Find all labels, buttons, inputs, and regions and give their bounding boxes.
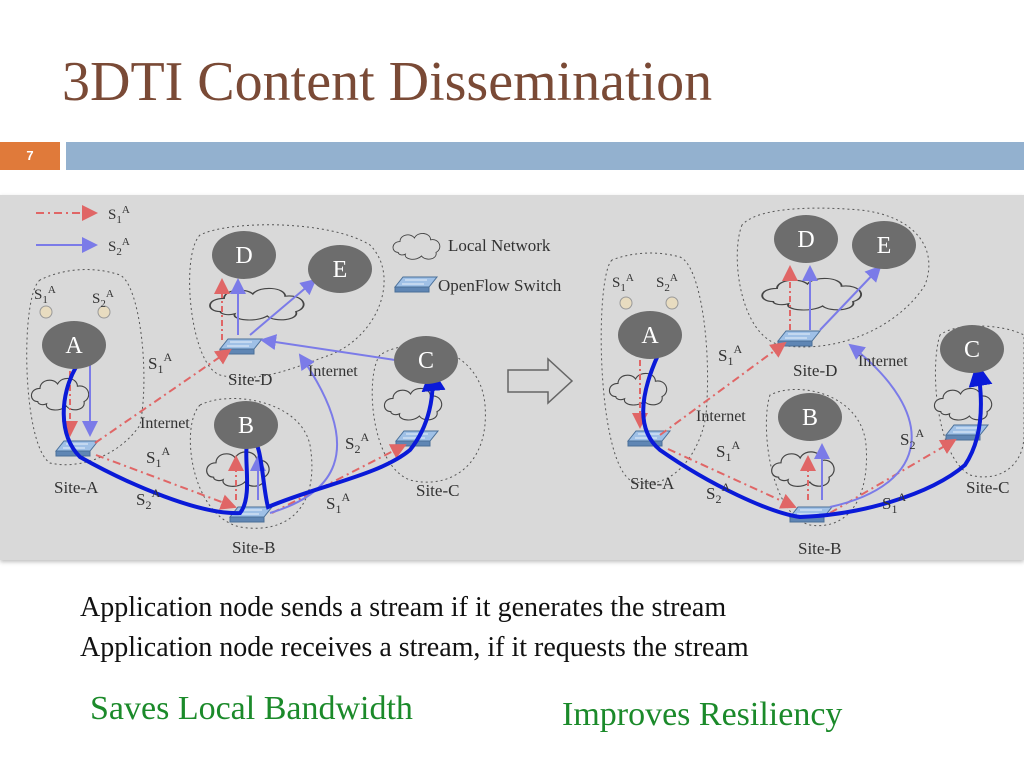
node-d-after: D <box>774 215 838 263</box>
network-diagram-svg: S1A S2A Local Network OpenFlow Switch <box>26 204 1024 558</box>
svg-text:Internet: Internet <box>140 415 190 432</box>
slide-title: 3DTI Content Dissemination <box>62 51 713 113</box>
openflow-switch-icon <box>394 276 438 293</box>
svg-text:S1A: S1A <box>34 284 56 306</box>
svg-text:Internet: Internet <box>858 353 908 370</box>
node-b-after: B <box>778 393 842 441</box>
svg-text:E: E <box>333 257 348 283</box>
legend: S1A S2A Local Network OpenFlow Switch <box>36 204 562 295</box>
node-c-after: C <box>940 325 1004 373</box>
node-c: C <box>394 336 458 384</box>
svg-text:Site-A: Site-A <box>630 474 675 493</box>
svg-text:S1A: S1A <box>148 350 172 376</box>
diagram-after: A B C D E S1A S2A S1A S1A S2A S1A S2A In… <box>600 207 1024 558</box>
callout-saves-bandwidth: Saves Local Bandwidth <box>90 690 413 727</box>
slide-number: 7 <box>0 142 60 170</box>
svg-text:S1A: S1A <box>146 444 170 470</box>
legend-openflow-switch: OpenFlow Switch <box>438 276 562 295</box>
svg-text:S2A: S2A <box>345 430 369 456</box>
svg-text:D: D <box>235 243 252 269</box>
bullet-line: Application node sends a stream if it ge… <box>80 592 727 623</box>
svg-text:S1A: S1A <box>882 490 906 516</box>
svg-text:Internet: Internet <box>696 408 746 425</box>
callout-improves-resiliency: Improves Resiliency <box>562 696 843 733</box>
svg-text:A: A <box>65 333 83 359</box>
svg-text:Site-A: Site-A <box>54 478 99 497</box>
cloud-icon <box>392 232 441 260</box>
svg-text:B: B <box>238 413 254 439</box>
node-e-after: E <box>852 221 916 269</box>
svg-text:Internet: Internet <box>308 363 358 380</box>
svg-text:Site-C: Site-C <box>966 478 1009 497</box>
svg-text:Site-D: Site-D <box>228 370 272 389</box>
legend-local-network: Local Network <box>448 236 551 255</box>
svg-text:A: A <box>641 323 659 349</box>
svg-text:S2A: S2A <box>92 288 114 310</box>
node-a: A <box>42 321 106 369</box>
legend-s1-label: S1A <box>108 204 130 226</box>
svg-text:S1A: S1A <box>718 342 742 368</box>
svg-text:S1A: S1A <box>612 272 634 294</box>
svg-text:Site-B: Site-B <box>232 538 275 557</box>
diagram-before: A B C D E S1A S2A S1A S1A S2A S1A S2A In… <box>26 224 486 557</box>
network-diagram: S1A S2A Local Network OpenFlow Switch <box>0 195 1024 560</box>
node-e: E <box>308 245 372 293</box>
body-text: Application node sends a stream if it ge… <box>80 588 749 668</box>
svg-text:C: C <box>964 337 980 363</box>
svg-text:C: C <box>418 348 434 374</box>
node-a-after: A <box>618 311 682 359</box>
title-underline-bar <box>66 142 1024 170</box>
node-b: B <box>214 401 278 449</box>
transition-arrow-icon <box>507 357 574 405</box>
svg-text:D: D <box>797 227 814 253</box>
svg-text:S2A: S2A <box>656 272 678 294</box>
svg-text:Site-D: Site-D <box>793 361 837 380</box>
legend-s2-label: S2A <box>108 236 130 258</box>
svg-text:S1A: S1A <box>326 490 350 516</box>
bullet-line: Application node receives a stream, if i… <box>80 632 749 663</box>
svg-text:Site-C: Site-C <box>416 481 459 500</box>
svg-text:E: E <box>877 233 892 259</box>
svg-text:S1A: S1A <box>716 438 740 464</box>
svg-text:B: B <box>802 405 818 431</box>
svg-text:Site-B: Site-B <box>798 539 841 558</box>
node-d: D <box>212 231 276 279</box>
